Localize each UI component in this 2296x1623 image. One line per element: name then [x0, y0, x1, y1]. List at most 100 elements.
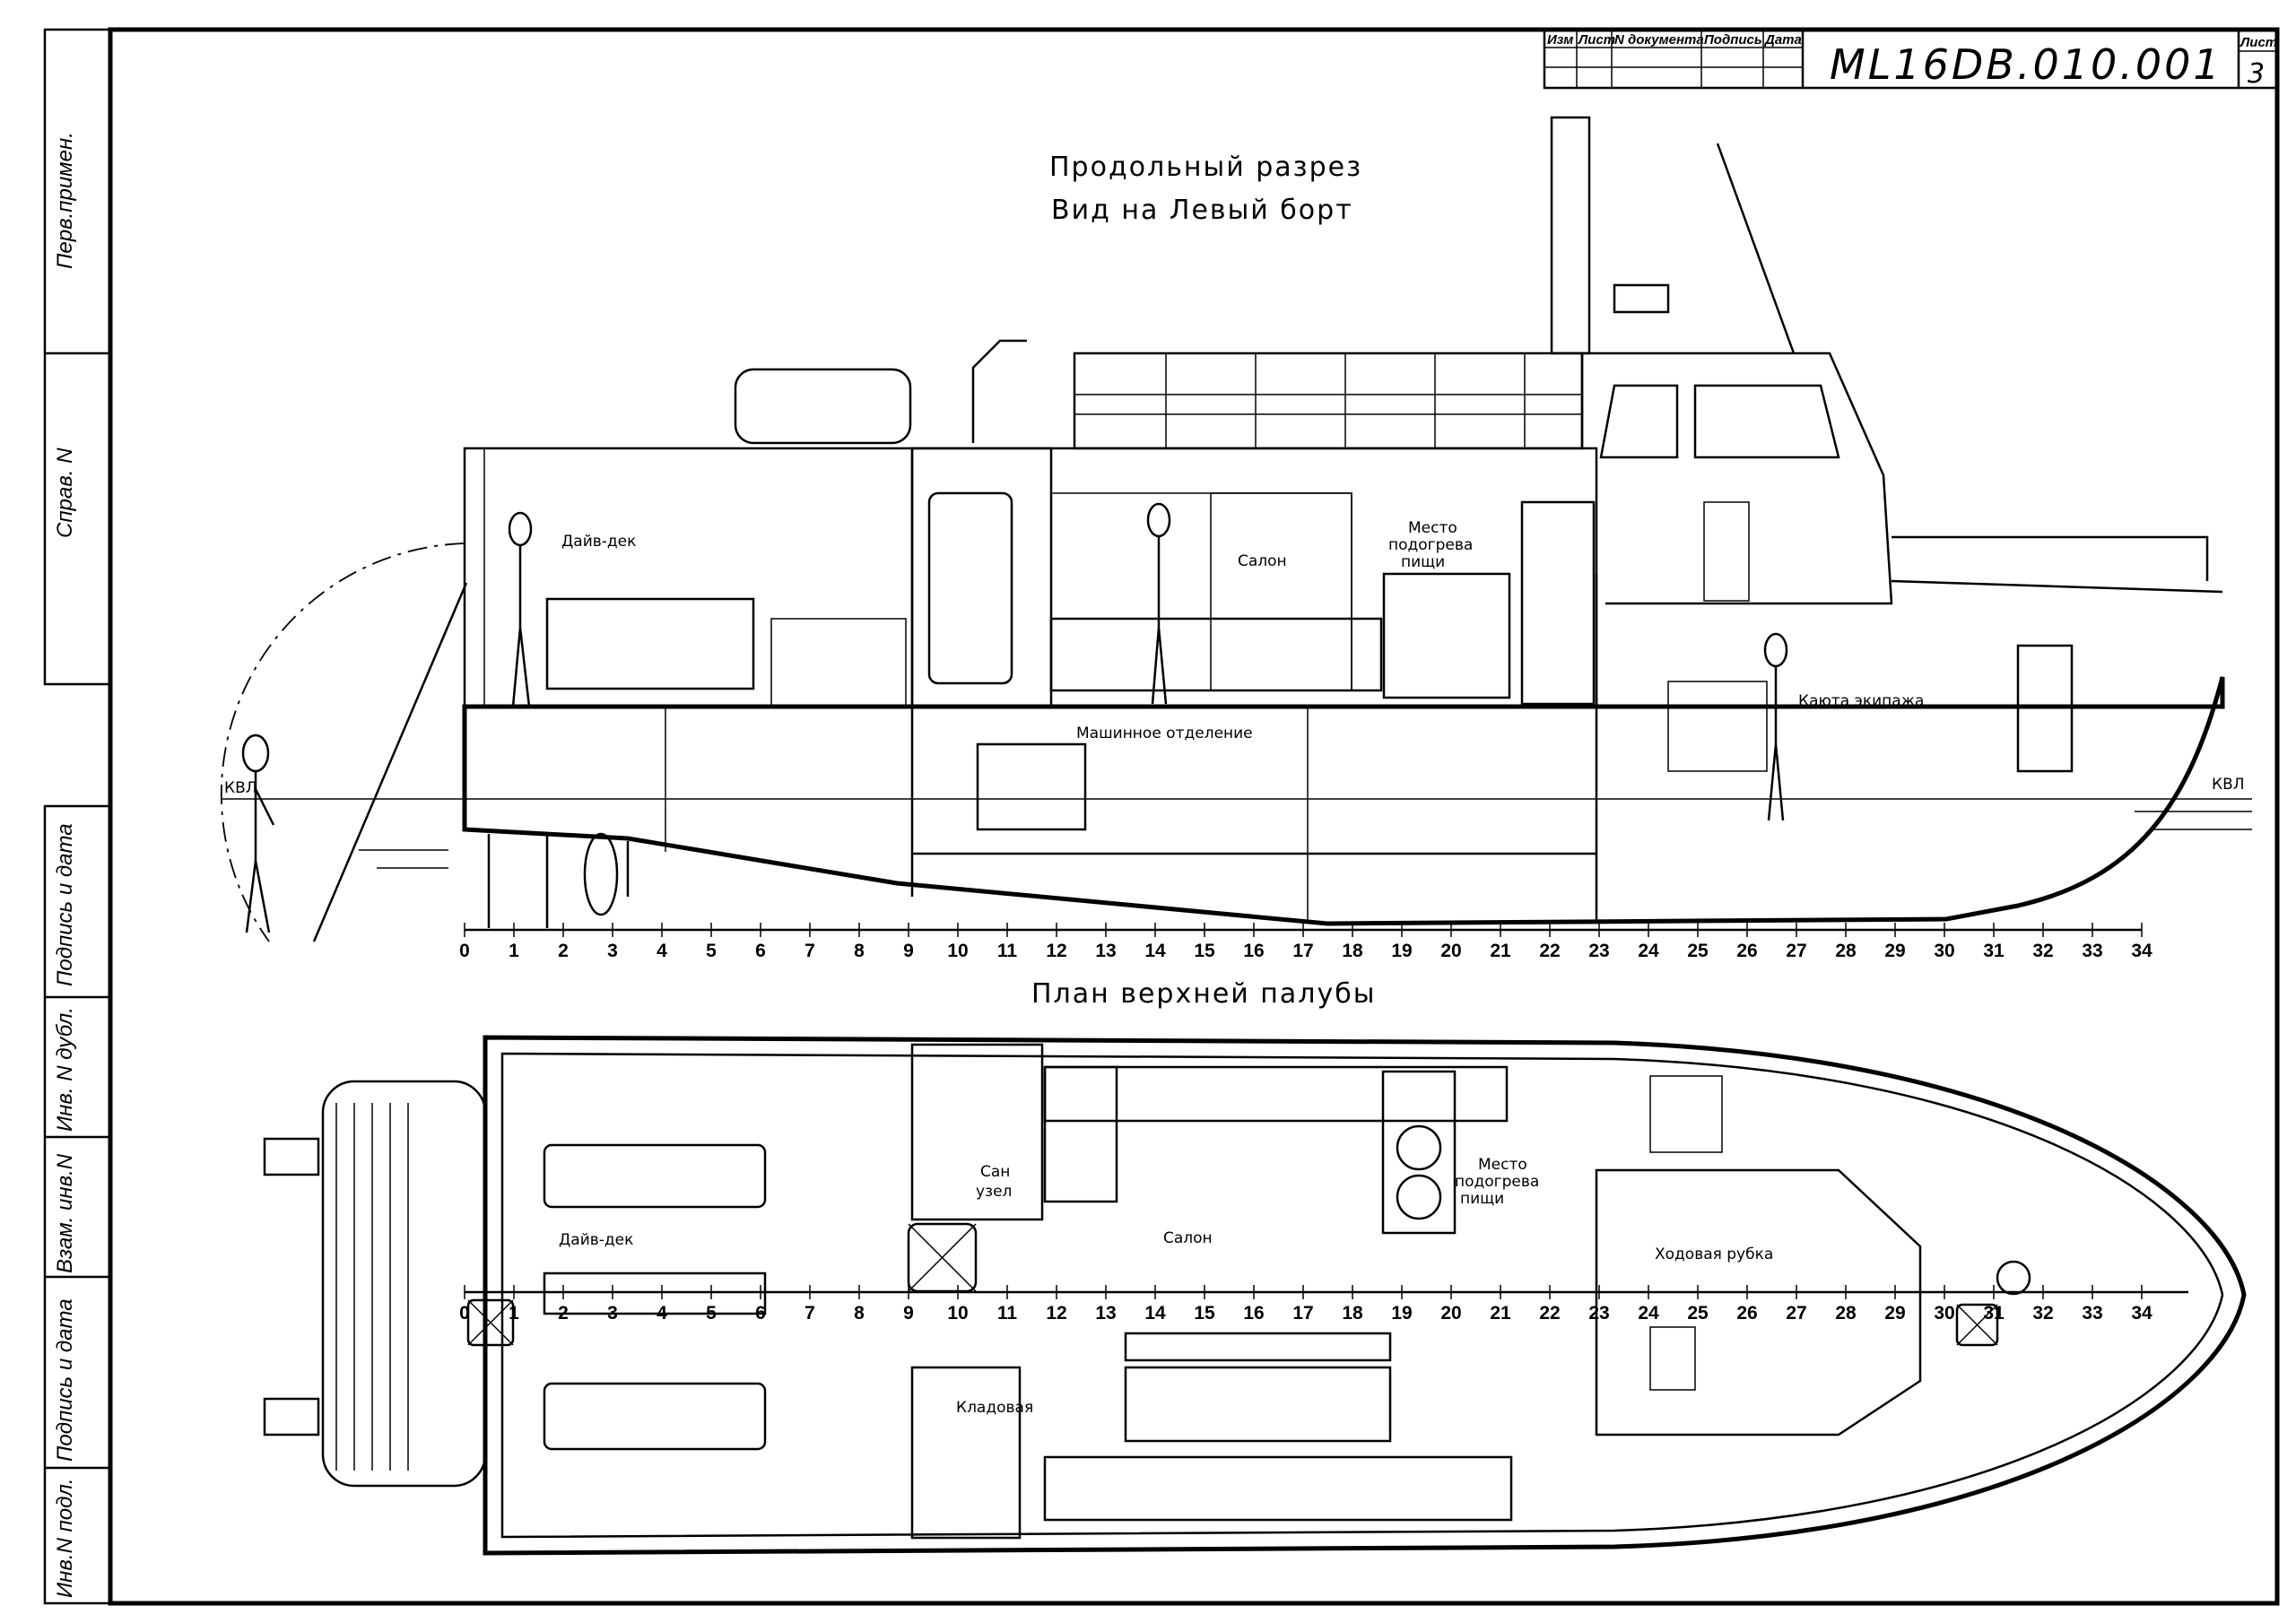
roof-railing [1073, 352, 1584, 450]
salon-superstructure [910, 447, 1598, 708]
label-galley-1: Место [1408, 519, 1457, 537]
label-crew-cabin: Каюта экипажа [1798, 692, 1924, 710]
crew-figure-dive-deck [508, 511, 533, 547]
waterline-label-left: КВЛ [224, 779, 257, 797]
antenna [1716, 143, 1796, 354]
mast [1550, 116, 1591, 355]
profile-title: Продольный разрез [1049, 152, 1362, 183]
frame-number: 28 [1835, 941, 1857, 961]
frame-number: 7 [804, 1303, 815, 1324]
frame-number: 13 [1095, 1303, 1116, 1324]
frame-number: 14 [1144, 941, 1166, 961]
engine [976, 742, 1087, 831]
title-header-sheet: Лист [1578, 32, 1615, 48]
frame-number: 11 [997, 1303, 1018, 1324]
frame-number: 34 [2131, 941, 2152, 961]
plan-label-galley-3: пищи [1460, 1190, 1504, 1208]
plan-label-wc-2: узел [976, 1183, 1012, 1201]
title-header-date: Дата [1763, 32, 1802, 48]
frame-number: 29 [1884, 941, 1905, 961]
salon-table [1124, 1366, 1392, 1443]
stamp-dup-inv: Инв. N дубл. [53, 1007, 77, 1132]
title-block: Изм Лист N документа Подпись Дата ML16DB… [1543, 28, 2279, 90]
frame-number: 12 [1046, 1303, 1066, 1324]
frame-number: 8 [854, 1303, 865, 1324]
stamp-replaced-inv: Взам. инв.N [53, 1153, 77, 1273]
frame-number: 34 [2131, 1303, 2152, 1324]
frame-number: 6 [755, 941, 766, 961]
frame-number: 24 [1638, 1303, 1659, 1324]
liferaft [734, 368, 912, 445]
ladder-swing-arc [220, 542, 465, 942]
label-salon: Салон [1238, 552, 1287, 570]
frame-number: 3 [607, 1303, 618, 1324]
plan-label-dive-deck: Дайв-дек [559, 1231, 633, 1249]
side-stamp-strip: Перв.примен. Справ. N Подпись и дата Инв… [43, 28, 112, 1605]
stairs-top [1649, 1075, 1723, 1153]
frame-number: 23 [1588, 1303, 1609, 1324]
frame-number: 9 [903, 1303, 914, 1324]
frame-number: 15 [1194, 1303, 1215, 1324]
bulwark-inner [500, 1052, 2224, 1539]
frame-number: 9 [903, 941, 914, 961]
crew-figure-salon [1146, 502, 1171, 538]
frame-number: 31 [1983, 1303, 2005, 1324]
wc-room [910, 1043, 1044, 1221]
salon-table-bench [1124, 1332, 1392, 1362]
title-header-change: Изм [1547, 32, 1573, 48]
galley-unit [1382, 572, 1511, 699]
salon-door [927, 491, 1013, 685]
anchor-locker [2016, 644, 2074, 773]
label-dive-deck: Дайв-дек [561, 533, 636, 551]
profile-subtitle: Вид на Левый борт [1051, 195, 1353, 226]
wheelhouse-window-2 [1693, 384, 1840, 459]
wheelhouse-plan [1595, 1168, 1922, 1436]
hull-plan [483, 1035, 2247, 1556]
label-engine-room: Машинное отделение [1076, 725, 1253, 742]
diver-figure [241, 733, 270, 773]
waterline-label-right: КВЛ [2212, 776, 2245, 794]
plan-label-salon: Салон [1163, 1229, 1213, 1247]
plan-label-storage: Кладовая [956, 1399, 1033, 1417]
frame-number: 20 [1440, 941, 1461, 961]
frame-number: 7 [804, 941, 815, 961]
frame-number: 20 [1440, 1303, 1461, 1324]
salon-sofa [1049, 617, 1383, 692]
platform-cleat-top [263, 1137, 320, 1176]
hatch-fore [1955, 1303, 1999, 1347]
frame-number: 26 [1736, 941, 1757, 961]
plan-title: План верхней палубы [1031, 978, 1376, 1010]
dive-bench [545, 597, 755, 690]
frame-number: 18 [1342, 941, 1363, 961]
frame-number: 17 [1292, 1303, 1313, 1324]
document-code: ML16DB.010.001 [1830, 40, 2222, 89]
radar [1613, 283, 1670, 314]
dive-bench-plan [543, 1271, 767, 1315]
exhaust-pipe [971, 339, 1027, 443]
label-galley-2: подогрева [1388, 536, 1473, 554]
plan-view: План верхней палубы Дайв-дек Сан узел Кл… [263, 978, 2247, 1556]
frame-number: 22 [1539, 941, 1560, 961]
frame-number: 10 [947, 941, 968, 961]
frame-number: 6 [755, 1303, 766, 1324]
title-header-doc-number: N документа [1614, 32, 1704, 48]
deck-grate-bottom [543, 1382, 767, 1451]
frame-number: 2 [558, 1303, 569, 1324]
frame-number: 19 [1391, 941, 1412, 961]
frame-number: 19 [1391, 1303, 1412, 1324]
stamp-ref-number: Справ. N [53, 447, 77, 538]
wheelhouse-window-1 [1599, 384, 1679, 459]
frame-number: 1 [509, 941, 519, 961]
plan-label-galley-1: Место [1478, 1156, 1527, 1174]
frame-number: 16 [1243, 941, 1264, 961]
frame-number: 32 [2032, 941, 2053, 961]
frame-number: 5 [706, 1303, 717, 1324]
galley-counter [1381, 1070, 1457, 1235]
frame-number: 32 [2032, 1303, 2053, 1324]
title-header-signature: Подпись [1704, 32, 1762, 48]
frame-number: 2 [558, 941, 569, 961]
frame-number: 3 [607, 941, 618, 961]
propeller [583, 832, 619, 916]
